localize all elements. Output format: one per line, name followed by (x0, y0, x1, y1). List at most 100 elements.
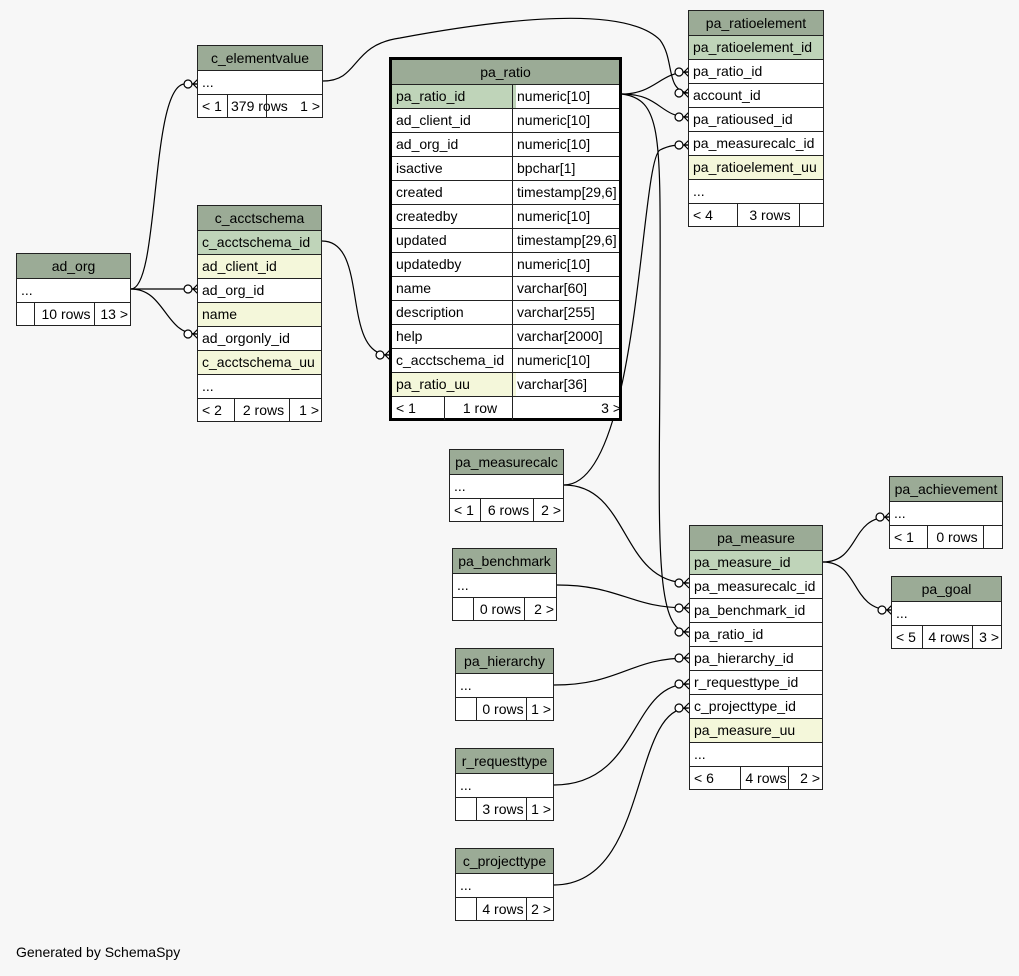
table-row[interactable]: ... (456, 873, 553, 897)
child-count[interactable]: 2 > (541, 502, 561, 518)
table-row[interactable]: ... (892, 601, 1001, 625)
table-title[interactable]: pa_goal (892, 577, 1001, 601)
child-count[interactable]: 2 > (531, 901, 551, 917)
child-count[interactable]: 3 > (601, 400, 621, 416)
table-title[interactable]: pa_hierarchy (456, 649, 553, 673)
table-title[interactable]: pa_ratioelement (689, 11, 823, 35)
table-row[interactable]: ad_org_id (198, 278, 321, 302)
table-row[interactable]: pa_measurecalc_id (690, 574, 822, 598)
table-row[interactable]: ... (17, 278, 130, 302)
parent-count[interactable] (453, 598, 473, 621)
child-count[interactable]: 1 > (299, 402, 319, 418)
table-row[interactable]: name (198, 302, 321, 326)
table-row[interactable]: ... (453, 573, 556, 597)
child-count[interactable]: 2 > (534, 601, 554, 617)
child-count[interactable]: 3 > (979, 629, 999, 645)
table-title[interactable]: pa_ratio (392, 60, 619, 84)
table-row[interactable]: pa_ratio_id (690, 622, 822, 646)
table-row[interactable]: pa_benchmark_id (690, 598, 822, 622)
table-row[interactable]: pa_measure_uu (690, 718, 822, 742)
parent-count[interactable] (17, 303, 34, 326)
child-count[interactable]: 1 > (531, 701, 551, 717)
table-row[interactable]: pa_measure_id (690, 550, 822, 574)
table-title[interactable]: c_acctschema (198, 206, 321, 230)
child-count[interactable]: 1 > (300, 98, 320, 114)
table-title[interactable]: pa_measure (690, 526, 822, 550)
table-row[interactable]: ad_client_id (198, 254, 321, 278)
child-count[interactable]: 1 > (531, 801, 551, 817)
table-row[interactable]: r_requesttype_id (690, 670, 822, 694)
table-row[interactable]: pa_ratioelement_id (689, 35, 823, 59)
parent-count[interactable] (456, 698, 476, 721)
table-row[interactable]: ... (689, 179, 823, 203)
table-title[interactable]: pa_achievement (890, 477, 1002, 501)
parent-count[interactable]: < 4 (693, 207, 713, 223)
footer-divider (473, 598, 474, 621)
table-row[interactable]: c_projecttype_id (690, 694, 822, 718)
table-row[interactable]: ad_orgonly_id (198, 326, 321, 350)
footer-divider (740, 767, 741, 790)
parent-count[interactable]: < 5 (896, 629, 916, 645)
parent-count[interactable]: < 2 (202, 402, 222, 418)
child-count[interactable] (799, 204, 825, 227)
table-row[interactable]: pa_ratioused_id (689, 107, 823, 131)
table-row[interactable]: ... (450, 474, 563, 498)
table-row[interactable]: ... (890, 501, 1002, 525)
table-row[interactable]: ... (198, 70, 322, 94)
table-row[interactable]: ... (198, 374, 321, 398)
table-row[interactable]: pa_hierarchy_id (690, 646, 822, 670)
table-row[interactable]: c_acctschema_uu (198, 350, 321, 374)
table-row[interactable]: account_id (689, 83, 823, 107)
table-row[interactable]: ... (456, 773, 553, 797)
column-name: name (396, 280, 432, 296)
table-row[interactable]: c_acctschema_id (198, 230, 321, 254)
parent-count[interactable]: < 1 (396, 400, 416, 416)
table-title[interactable]: c_elementvalue (198, 46, 322, 70)
table-row[interactable]: pa_measurecalc_id (689, 131, 823, 155)
table-title[interactable]: r_requesttype (456, 749, 553, 773)
parent-count[interactable]: < 1 (894, 529, 914, 545)
table-title[interactable]: ad_org (17, 254, 130, 278)
child-count[interactable] (983, 526, 1004, 549)
table-row[interactable]: pa_ratioelement_uu (689, 155, 823, 179)
table-title[interactable]: c_projecttype (456, 849, 553, 873)
table-row[interactable]: pa_ratio_id (689, 59, 823, 83)
parent-count[interactable]: < 1 (202, 98, 222, 114)
table-title[interactable]: pa_measurecalc (450, 450, 563, 474)
table-row[interactable]: ... (690, 742, 822, 766)
table-title[interactable]: pa_benchmark (453, 549, 556, 573)
parent-count[interactable]: < 6 (694, 770, 714, 786)
child-count[interactable]: 2 > (800, 770, 820, 786)
parent-count[interactable]: < 1 (454, 502, 474, 518)
parent-count[interactable] (456, 798, 476, 821)
child-count[interactable]: 13 > (100, 306, 128, 322)
table-row[interactable]: ... (456, 673, 553, 697)
parent-count[interactable] (456, 898, 476, 921)
